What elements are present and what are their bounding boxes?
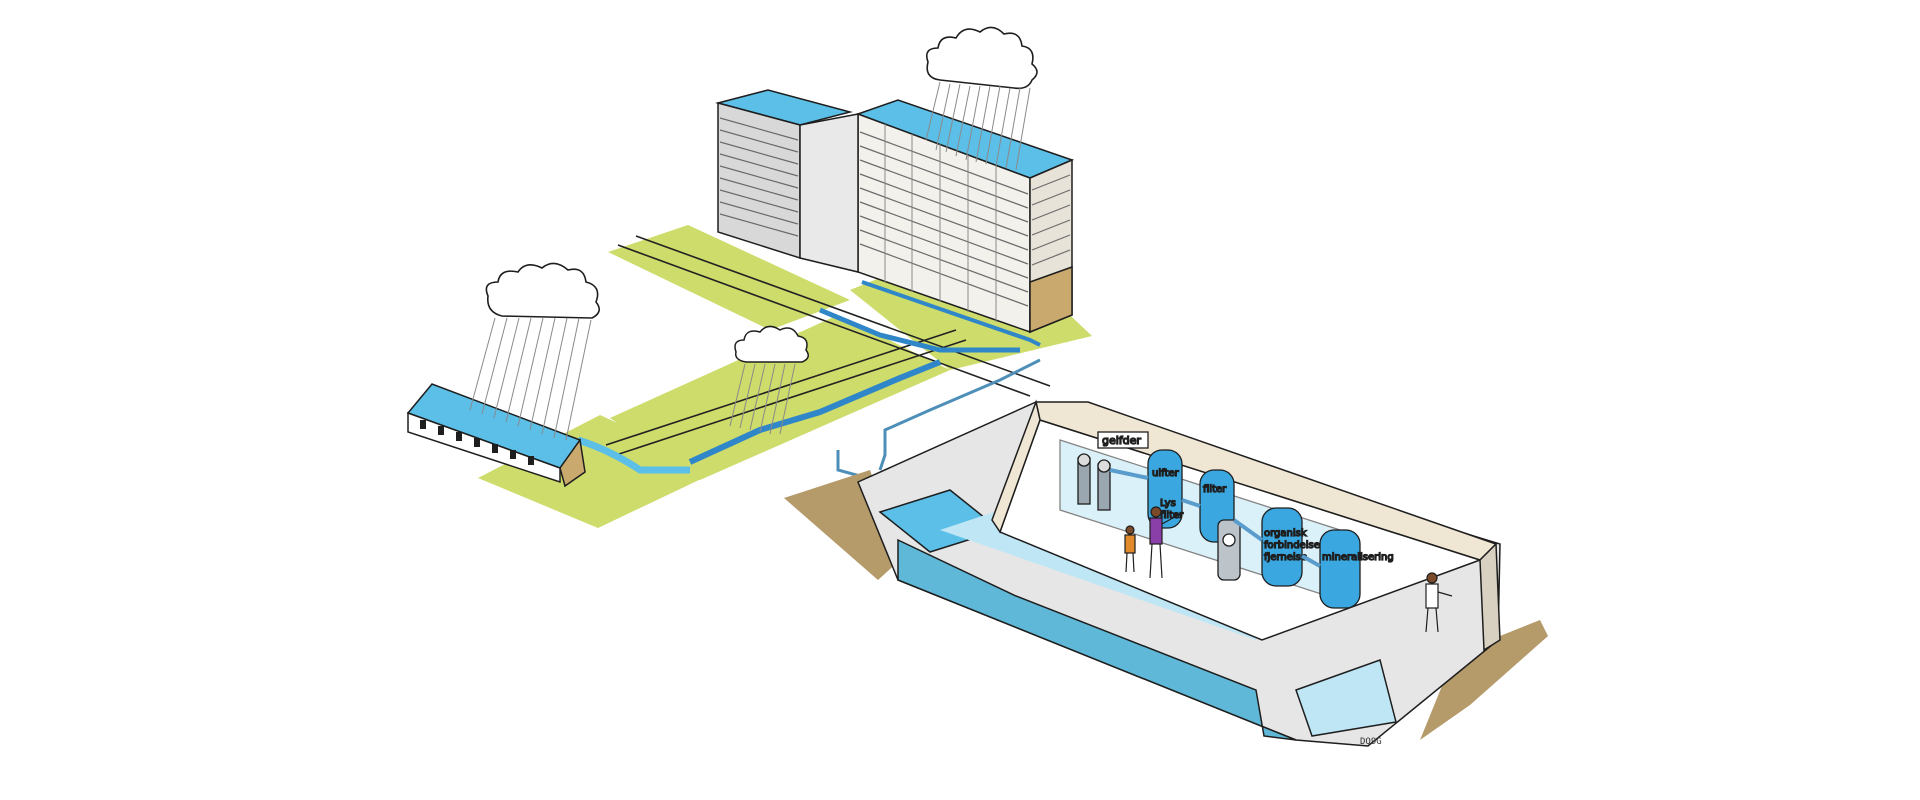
tank-4-label: mineralisering [1322,552,1394,563]
pump-units [1077,453,1111,511]
panel-label-line-2: filter [1160,510,1184,521]
person-child-visitor [1124,525,1136,573]
house-front-wall [407,411,561,484]
tank-3-label-line-2: forbindelse [1264,540,1320,551]
cloud-building [925,26,1038,90]
rain-cloud-building [925,26,1038,171]
cloud-house [485,262,600,319]
sign-label: gelfder [1102,434,1141,447]
plant-room-end-wall [1479,542,1501,652]
pipe-to-reservoir-2 [836,450,861,478]
drainage-channels [576,307,1041,478]
soil-right [1420,620,1548,740]
building-floor-lines [719,117,1071,307]
swale-channel-middle [688,359,942,465]
plant-room-side-wall [991,399,1041,534]
grass-plot-top-left [608,225,850,330]
building-window-columns [884,124,997,322]
treatment-equipment: gelfder ulfter filter organisk forbindel… [1059,431,1394,609]
tank-3-label-line-3: fjernelse [1264,552,1307,563]
sign-board [1097,431,1149,449]
runoff-from-house [576,436,690,474]
panel-label-line-1: Lys [1160,498,1176,509]
building-base [1029,265,1073,334]
person-technician [1425,572,1453,633]
streets [605,235,1051,456]
tank-3-label-line-1: organisk [1264,528,1307,539]
people [1124,506,1453,633]
person-adult-visitor [1149,506,1181,579]
rain-building [925,81,1031,171]
house-gable [559,438,586,488]
cloud-field [734,325,809,363]
outlet-basin-water [1295,659,1397,737]
tank-2-label: filter [1203,484,1227,495]
rain-house [469,317,592,441]
apartment-building [715,89,1075,347]
building-gutter [861,280,1041,347]
building-connector [799,113,859,273]
swale-channel-top [819,307,1020,353]
tank-4: mineralisering [1319,529,1394,609]
tank-3: organisk forbindelse fjernelse [1261,507,1321,587]
tank-1-label: ulfter [1152,468,1180,479]
rain-cloud-field [729,325,809,435]
small-house [406,383,586,488]
rain-field [729,363,796,435]
grass-plot-middle [610,315,950,480]
storage-channel-water-top [940,510,1260,640]
house-windows [420,420,534,465]
pipe-to-reservoir [878,358,1041,471]
storage-channel-water [897,538,1297,741]
rain-cloud-house [469,262,600,441]
artist-signature: DQ9G [1360,737,1382,747]
uv-filter-unit [1217,519,1241,581]
interconnecting-pipes [1109,468,1321,568]
